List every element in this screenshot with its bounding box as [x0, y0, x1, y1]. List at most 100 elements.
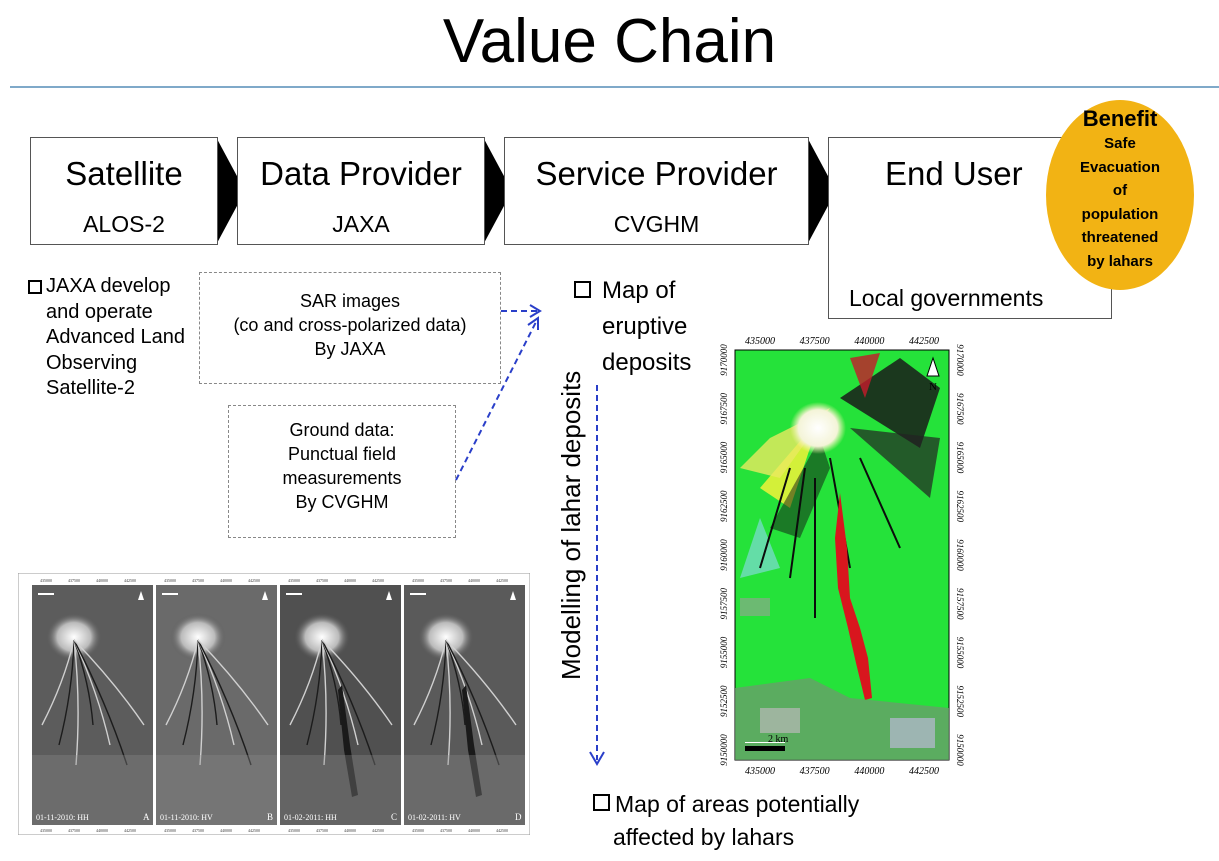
sar-tick-label: 437500 — [68, 828, 80, 833]
north-arrow-icon — [510, 591, 516, 600]
sar-tick-label: 440000 — [220, 578, 232, 583]
title-divider — [10, 86, 1219, 88]
sar-images-box: SAR images (co and cross-polarized data)… — [199, 272, 501, 384]
north-arrow-icon — [138, 591, 144, 600]
map-y-tick-label: 9150000 — [955, 734, 965, 766]
affected-map-label: Map of areas potentially affected by lah… — [593, 788, 859, 854]
map-x-tick-label: 440000 — [854, 766, 884, 777]
sar-panel-date: 01-11-2010: HV — [160, 813, 213, 822]
sar-tick-label: 440000 — [96, 578, 108, 583]
map-y-tick-label: 9165000 — [719, 441, 729, 473]
eruptive-map-label: Map of eruptive deposits — [574, 273, 691, 381]
sar-tick-label: 440000 — [96, 828, 108, 833]
sar-tick-label: 435000 — [164, 828, 176, 833]
stage-sub: Local governments — [849, 285, 1044, 311]
map-y-tick-label: 9170000 — [719, 344, 729, 376]
map-y-tick-label: 9152500 — [955, 686, 965, 718]
sar-tick-label: 435000 — [412, 828, 424, 833]
map-x-tick-label: 442500 — [909, 336, 939, 347]
sar-tick-label: 442500 — [248, 578, 260, 583]
sar-tick-label: 437500 — [316, 828, 328, 833]
map-y-tick-label: 9157500 — [719, 588, 729, 620]
sar-tick-label: 435000 — [288, 828, 300, 833]
scale-bar — [745, 746, 785, 751]
sar-panel-date: 01-11-2010: HH — [36, 813, 89, 822]
scale-label: 2 km — [768, 734, 789, 745]
stage-sub: CVGHM — [613, 211, 700, 237]
sar-tick-label: 440000 — [468, 828, 480, 833]
stage-satellite: Satellite ALOS-2 — [30, 137, 218, 245]
stage-service-provider: Service Provider CVGHM — [504, 137, 809, 245]
sar-tick-label: 442500 — [496, 578, 508, 583]
scale-bar — [38, 593, 54, 595]
map-y-tick-label: 9162500 — [955, 491, 965, 523]
stage-name: Service Provider — [535, 155, 778, 192]
map-y-tick-label: 9167500 — [719, 393, 729, 425]
stage-name: End User — [885, 155, 1023, 192]
page-title: Value Chain — [442, 7, 777, 76]
sar-panel: 01-02-2011: HH C 435000 435000 437500 437500 4… — [280, 578, 401, 833]
map-y-tick-label: 9152500 — [719, 685, 729, 717]
lahar-deposit-map: 4350004350004375004375004400004400004425… — [719, 336, 965, 777]
sar-panel-letter: C — [391, 812, 397, 822]
sar-tick-label: 437500 — [68, 578, 80, 583]
benefit-heading: Benefit — [1082, 106, 1158, 131]
map-y-tick-label: 9165000 — [955, 442, 965, 474]
sar-tick-label: 442500 — [372, 578, 384, 583]
map-y-tick-label: 9167500 — [955, 393, 965, 425]
sar-tick-label: 442500 — [124, 828, 136, 833]
sar-tick-label: 442500 — [248, 828, 260, 833]
checkbox-bullet-icon — [574, 281, 591, 298]
stage-name: Data Provider — [260, 155, 462, 192]
sar-tick-label: 442500 — [372, 828, 384, 833]
chevron-arrow-1 — [216, 137, 245, 245]
north-label: N — [929, 381, 937, 393]
map-y-tick-label: 9160000 — [719, 539, 729, 571]
sar-tick-label: 435000 — [412, 578, 424, 583]
sar-panel-letter: D — [515, 812, 522, 822]
sar-tick-label: 440000 — [344, 578, 356, 583]
map-x-tick-label: 435000 — [745, 336, 775, 347]
scale-bar — [162, 593, 178, 595]
stage-sub: JAXA — [332, 211, 390, 237]
sar-tick-label: 437500 — [192, 578, 204, 583]
sar-tick-label: 435000 — [40, 828, 52, 833]
stage-data-provider: Data Provider JAXA — [237, 137, 485, 245]
sar-tick-label: 442500 — [124, 578, 136, 583]
sar-tick-label: 440000 — [344, 828, 356, 833]
map-y-tick-label: 9155000 — [955, 637, 965, 669]
map-x-tick-label: 440000 — [854, 336, 884, 347]
sar-tick-label: 435000 — [164, 578, 176, 583]
north-arrow-icon — [262, 591, 268, 600]
map-y-tick-label: 9160000 — [955, 539, 965, 571]
map-x-tick-label: 437500 — [800, 336, 830, 347]
sar-tick-label: 442500 — [496, 828, 508, 833]
scale-bar — [286, 593, 302, 595]
sar-tick-label: 437500 — [192, 828, 204, 833]
stage-sub: ALOS-2 — [83, 211, 165, 237]
jaxa-note: JAXA develop and operate Advanced Land O… — [28, 274, 185, 402]
sar-tick-label: 437500 — [440, 828, 452, 833]
map-y-tick-label: 9150000 — [719, 734, 729, 766]
sar-panel: 01-11-2010: HH A 435000 435000 437500 437500 4… — [32, 578, 153, 833]
map-x-tick-label: 437500 — [800, 766, 830, 777]
benefit-circle: Benefit Safe Evacuation of population th… — [1046, 100, 1194, 290]
checkbox-bullet-icon — [28, 280, 42, 294]
benefit-text: Safe Evacuation of population threatened… — [1079, 135, 1161, 270]
ground-data-box: Ground data: Punctual field measurements… — [228, 405, 456, 538]
sar-panel-date: 01-02-2011: HH — [284, 813, 337, 822]
scale-bar — [410, 593, 426, 595]
sar-panel-date: 01-02-2011: HV — [408, 813, 461, 822]
sar-tick-label: 435000 — [40, 578, 52, 583]
map-y-tick-label: 9155000 — [719, 636, 729, 668]
map-y-tick-label: 9162500 — [719, 490, 729, 522]
sar-tick-label: 435000 — [288, 578, 300, 583]
stage-name: Satellite — [65, 155, 183, 192]
chevron-arrow-3 — [807, 137, 836, 245]
sar-tick-label: 437500 — [316, 578, 328, 583]
sar-panel-letter: A — [143, 812, 150, 822]
north-arrow-icon — [386, 591, 392, 600]
